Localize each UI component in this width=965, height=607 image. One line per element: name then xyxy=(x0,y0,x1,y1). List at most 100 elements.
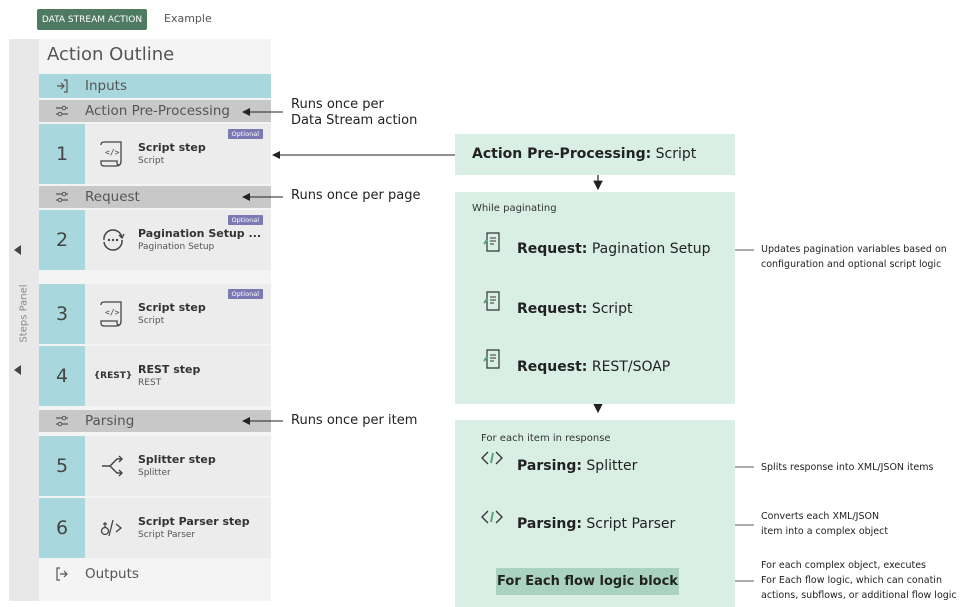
note-line: For Each flow logic, which can conatin xyxy=(761,575,942,586)
tab-example[interactable]: Example xyxy=(164,12,212,25)
step-number: 1 xyxy=(39,124,85,184)
optional-badge: Optional xyxy=(227,215,263,225)
step-subtitle: Pagination Setup xyxy=(138,242,215,252)
flow-value: Splitter xyxy=(581,458,638,474)
step-title: Pagination Setup ... xyxy=(138,227,262,240)
pagination-icon xyxy=(97,224,129,256)
note-parsing: Runs once per item xyxy=(291,413,418,428)
input-arrow-icon xyxy=(39,79,85,93)
step-subtitle: Script xyxy=(138,156,165,166)
flow-parsing-script-parser: Parsing: Script Parser xyxy=(517,516,675,532)
outputs-label: Outputs xyxy=(85,566,139,582)
step-1[interactable]: 1 </> Script step Script Optional xyxy=(39,124,271,184)
flow-request-rest: Request: REST/SOAP xyxy=(517,359,670,375)
step-4[interactable]: 4 {REST} REST step REST xyxy=(39,346,271,406)
step-title: Splitter step xyxy=(138,453,216,466)
document-icon xyxy=(481,348,505,376)
note-line: Runs once per xyxy=(291,97,384,112)
step-title: REST step xyxy=(138,363,201,376)
step-number: 5 xyxy=(39,436,85,496)
note-line: item into a complex object xyxy=(761,526,889,537)
rest-glyph: {REST} xyxy=(93,371,133,381)
note-line: Updates pagination variables based on xyxy=(761,244,947,255)
flow-bold-label: Request: xyxy=(517,359,588,375)
step-subtitle: Script xyxy=(138,316,165,326)
document-icon xyxy=(481,290,505,318)
flow-pre-processing-text: Action Pre-Processing: Script xyxy=(472,146,696,162)
flow-value: Script Parser xyxy=(581,516,676,532)
flow-request-script: Request: Script xyxy=(517,301,632,317)
code-icon xyxy=(480,507,504,531)
tab-data-stream-action[interactable]: DATA STREAM ACTION xyxy=(37,9,147,30)
for-each-flow-logic-block: For Each flow logic block xyxy=(496,568,679,595)
steps-panel[interactable] xyxy=(9,39,39,601)
document-icon xyxy=(481,231,505,259)
note-request: Runs once per page xyxy=(291,188,421,203)
note-line: actions, subflows, or additional flow lo… xyxy=(761,590,957,601)
flow-bold-label: Action Pre-Processing: xyxy=(472,146,652,162)
flow-bold-label: Parsing: xyxy=(517,458,582,474)
optional-badge: Optional xyxy=(227,289,263,299)
rest-icon: {REST} xyxy=(94,360,133,392)
step-subtitle: REST xyxy=(138,378,162,388)
section-label: Request xyxy=(85,189,140,205)
outline-title: Action Outline xyxy=(47,44,175,65)
step-subtitle: Script Parser xyxy=(138,530,196,540)
flow-value: Script xyxy=(587,301,633,317)
svg-text:</>: </> xyxy=(105,308,120,317)
section-label: Action Pre-Processing xyxy=(85,103,230,119)
flow-parsing-splitter: Parsing: Splitter xyxy=(517,458,637,474)
flow-bold-label: Parsing: xyxy=(517,516,582,532)
step-5[interactable]: 5 Splitter step Splitter xyxy=(39,436,271,496)
splitter-icon xyxy=(97,450,129,482)
code-icon xyxy=(480,448,504,472)
flow-pre-processing xyxy=(455,134,735,175)
step-number: 4 xyxy=(39,346,85,406)
outputs-row[interactable]: Outputs xyxy=(39,562,271,586)
side-note-splitter: Splits response into XML/JSON items xyxy=(761,462,934,473)
flow-value: Script xyxy=(651,146,697,162)
flow-bold-label: Request: xyxy=(517,241,588,257)
flow-request-box xyxy=(455,192,735,404)
sliders-icon xyxy=(39,415,85,427)
flow-value: REST/SOAP xyxy=(587,359,671,375)
step-3[interactable]: 3 </> Script step Script Optional xyxy=(39,284,271,344)
collapse-arrow-icon[interactable] xyxy=(14,365,21,375)
optional-badge: Optional xyxy=(227,129,263,139)
note-line: Converts each XML/JSON xyxy=(761,511,880,522)
step-number: 3 xyxy=(39,284,85,344)
step-subtitle: Splitter xyxy=(138,468,171,478)
section-pre-processing[interactable]: Action Pre-Processing xyxy=(39,100,271,122)
step-number: 6 xyxy=(39,498,85,558)
section-label: Parsing xyxy=(85,413,135,429)
script-parser-icon xyxy=(97,512,129,544)
flow-request-pagination: Request: Pagination Setup xyxy=(517,241,710,257)
sliders-icon xyxy=(39,191,85,203)
step-6[interactable]: 6 Script Parser step Script Parser xyxy=(39,498,271,558)
output-arrow-icon xyxy=(39,567,85,581)
section-request[interactable]: Request xyxy=(39,186,271,208)
note-line: configuration and optional script logic xyxy=(761,259,942,270)
for-each-item-label: For each item in response xyxy=(481,433,611,444)
side-note-for-each: For each complex object, executes For Ea… xyxy=(761,558,957,603)
inputs-row[interactable]: Inputs xyxy=(39,74,271,98)
flow-bold-label: Request: xyxy=(517,301,588,317)
note-line: Data Stream action xyxy=(291,113,418,128)
step-2[interactable]: 2 Pagination Setup ... Pagination Setup … xyxy=(39,210,271,270)
inputs-label: Inputs xyxy=(85,78,127,94)
collapse-arrow-icon[interactable] xyxy=(14,245,21,255)
while-paginating-label: While paginating xyxy=(472,203,557,214)
svg-text:</>: </> xyxy=(105,148,120,157)
script-icon: </> xyxy=(97,138,129,170)
step-title: Script step xyxy=(138,301,206,314)
note-pre-processing: Runs once per Data Stream action xyxy=(291,97,417,129)
side-note-pagination: Updates pagination variables based on co… xyxy=(761,242,947,272)
script-icon: </> xyxy=(97,298,129,330)
section-parsing[interactable]: Parsing xyxy=(39,410,271,432)
note-line: For each complex object, executes xyxy=(761,560,927,571)
flow-value: Pagination Setup xyxy=(587,241,711,257)
step-title: Script step xyxy=(138,141,206,154)
step-number: 2 xyxy=(39,210,85,270)
step-title: Script Parser step xyxy=(138,515,250,528)
side-note-script-parser: Converts each XML/JSON item into a compl… xyxy=(761,509,888,539)
